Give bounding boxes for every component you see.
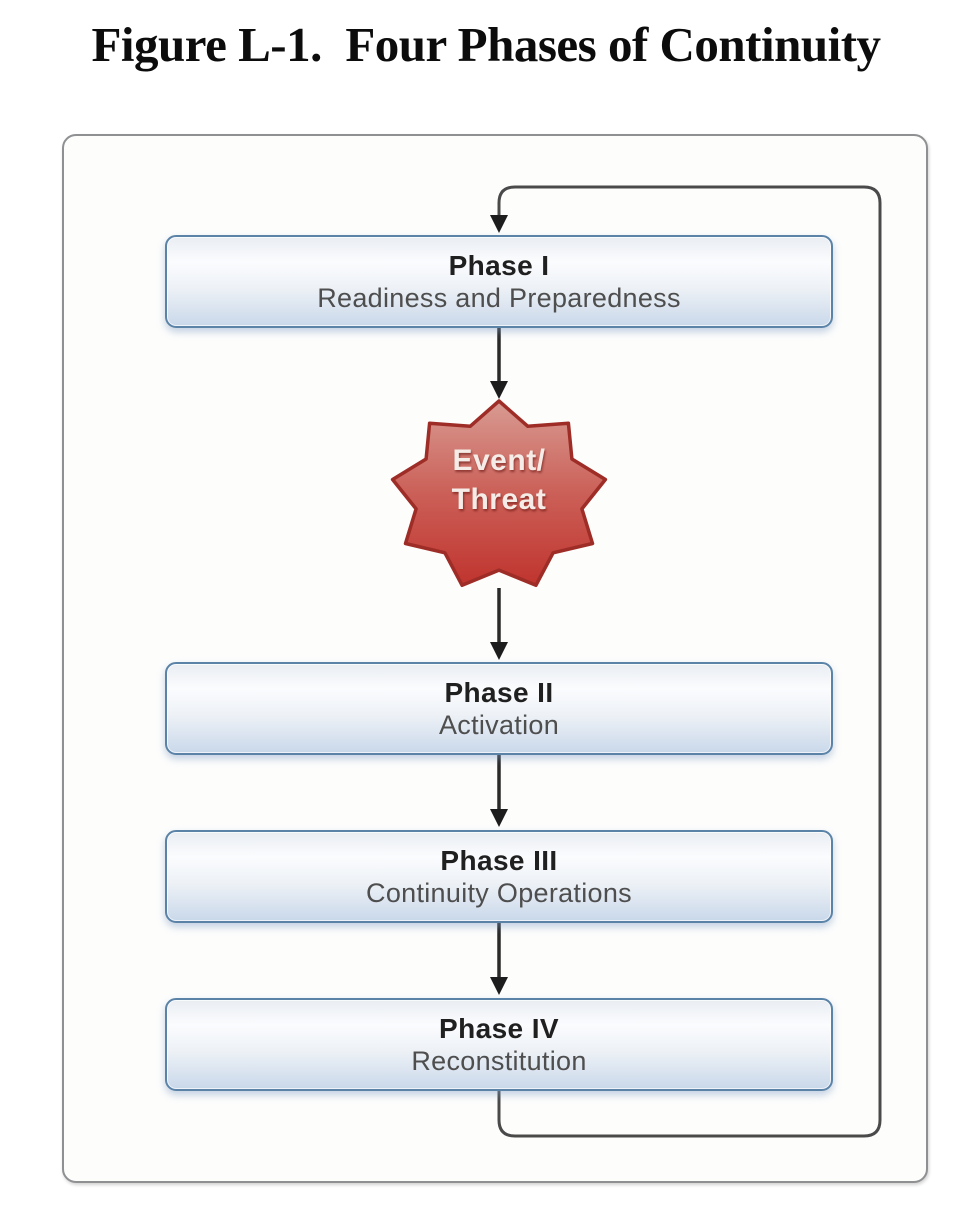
phase-2-title: Phase II [444, 676, 554, 708]
phase-2-subtitle: Activation [438, 709, 560, 740]
figure-title: Figure L-1. Four Phases of Continuity [91, 17, 881, 72]
feedback-loop-arrowhead-icon [490, 215, 508, 233]
phase-1-subtitle: Readiness and Preparedness [317, 282, 681, 313]
feedback-loop-line [497, 185, 882, 1138]
phase-3-title: Phase III [440, 844, 558, 876]
arrow-phase1-to-event-head-icon [490, 381, 508, 399]
phase-box-1: Phase I Readiness and Preparedness [165, 235, 833, 328]
event-threat-line2: Threat [451, 483, 547, 516]
event-threat-label: Event/ Threat [399, 441, 599, 519]
phase-4-subtitle: Reconstitution [411, 1045, 587, 1076]
phase-box-2: Phase II Activation [165, 662, 833, 755]
phase-3-subtitle: Continuity Operations [366, 877, 632, 908]
arrow-event-to-phase2-head-icon [490, 642, 508, 660]
phase-box-4: Phase IV Reconstitution [165, 998, 833, 1091]
phase-1-title: Phase I [448, 249, 550, 281]
event-threat-line1: Event/ [452, 444, 546, 477]
event-threat-star-icon [390, 399, 608, 588]
phase-box-3: Phase III Continuity Operations [165, 830, 833, 923]
arrow-phase3-to-phase4-head-icon [490, 977, 508, 995]
arrow-phase2-to-phase3-head-icon [490, 809, 508, 827]
phase-4-title: Phase IV [439, 1012, 559, 1044]
